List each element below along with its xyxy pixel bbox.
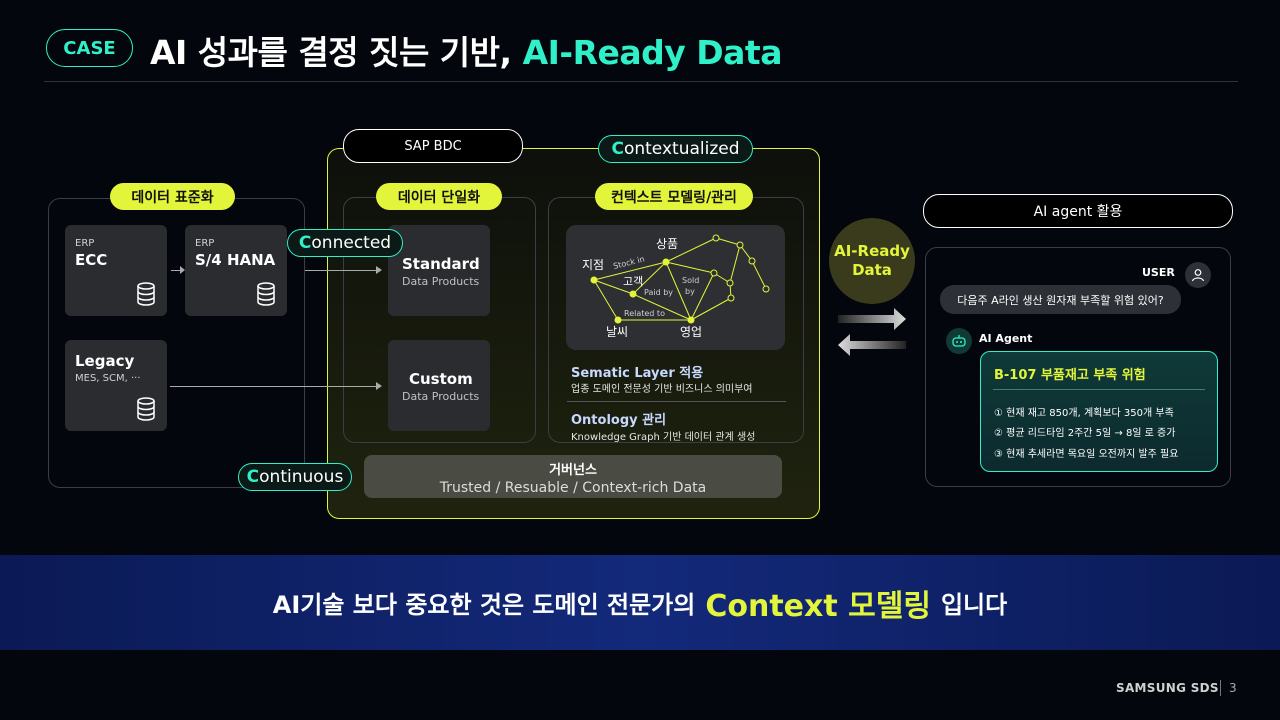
node-gogaek — [629, 290, 637, 298]
alert-divider — [993, 389, 1205, 390]
bidirectional-arrows-icon — [838, 308, 906, 356]
edge-related-to: Related to — [624, 309, 665, 318]
erp-s4-card: ERP S/4 HANA — [185, 225, 287, 316]
user-icon — [1191, 269, 1205, 282]
legacy-name: Legacy — [75, 352, 135, 370]
standard-card: Standard Data Products — [388, 225, 490, 316]
label-yeongeop: 영업 — [680, 325, 702, 339]
standardization-tag: 데이터 표준화 — [110, 183, 235, 210]
alert-item-3: ③ 현재 추세라면 목요일 오전까지 발주 필요 — [994, 449, 1179, 460]
user-avatar — [1185, 262, 1211, 288]
banner-before: AI기술 보다 중요한 것은 도메인 전문가의 — [272, 591, 696, 619]
page-number: 3 — [1229, 681, 1237, 695]
erp-ecc-small: ERP — [75, 238, 95, 249]
ontology-desc: Knowledge Graph 기반 데이터 관계 생성 — [571, 432, 756, 443]
chat-panel — [925, 247, 1231, 487]
to-custom-arrowhead — [376, 382, 382, 390]
edge-sold: Sold — [682, 276, 699, 285]
continuous-rest: ontinuous — [259, 467, 344, 487]
footer-separator — [1220, 680, 1221, 696]
ai-ready-line1: AI-Ready — [834, 242, 910, 260]
ecc-to-s4-arrowhead — [180, 266, 185, 274]
semantic-layer-desc: 업종 도메인 전문성 기반 비즈니스 의미부여 — [571, 384, 753, 395]
governance-desc: Trusted / Resuable / Context-rich Data — [439, 480, 707, 496]
summary-banner: AI기술 보다 중요한 것은 도메인 전문가의 Context 모델링 입니다 — [0, 555, 1280, 650]
layer-divider — [567, 401, 786, 402]
header-divider — [44, 81, 1238, 82]
agent-label: AI Agent — [979, 332, 1033, 345]
edge-by: by — [685, 287, 695, 296]
ecc-to-s4-arrow — [171, 270, 181, 271]
contextualized-rest: ontextualized — [623, 139, 740, 159]
case-badge: CASE — [46, 29, 133, 67]
alert-item-1: ① 현재 재고 850개, 계획보다 350개 부족 — [994, 408, 1174, 419]
node-nalssi — [614, 316, 622, 324]
ai-ready-data-circle: AI-Ready Data — [829, 218, 915, 304]
database-icon — [257, 282, 275, 306]
standard-sub: Data Products — [402, 275, 480, 288]
legacy-card: Legacy MES, SCM, ··· — [65, 340, 167, 431]
banner-after: 입니다 — [940, 591, 1008, 619]
user-label: USER — [1142, 266, 1175, 279]
database-icon — [137, 282, 155, 306]
erp-s4-small: ERP — [195, 238, 215, 249]
knowledge-graph: 지점 상품 고객 날씨 영업 Stock in Paid by Sold by … — [566, 225, 785, 350]
legacy-sub: MES, SCM, ··· — [75, 373, 141, 384]
contextualized-first: C — [611, 139, 624, 159]
connected-first: C — [298, 233, 312, 253]
label-sangpum: 상품 — [656, 237, 678, 251]
continuous-first: C — [246, 467, 260, 487]
agent-avatar — [946, 328, 972, 354]
database-icon — [137, 397, 155, 421]
knowledge-graph-svg: 지점 상품 고객 날씨 영업 Stock in Paid by Sold by … — [582, 234, 770, 339]
erp-s4-name: S/4 HANA — [195, 251, 276, 269]
node-yeongeop — [687, 316, 695, 324]
banner-highlight: Context 모델링 — [705, 588, 931, 624]
to-standard-arrow — [305, 270, 377, 271]
label-nalssi: 날씨 — [606, 325, 628, 339]
custom-sub: Data Products — [402, 390, 480, 403]
to-standard-arrowhead — [376, 266, 382, 274]
context-tag: 컨텍스트 모델링/관리 — [595, 183, 753, 210]
label-jijeom: 지점 — [582, 258, 604, 272]
node-jijeom — [590, 276, 598, 284]
sap-bdc-label: SAP BDC — [343, 129, 523, 163]
custom-card: Custom Data Products — [388, 340, 490, 431]
robot-icon — [952, 335, 966, 347]
page-title: AI 성과를 결정 짓는 기반, AI-Ready Data — [150, 26, 782, 74]
connected-rest: onnected — [311, 233, 392, 253]
agent-alert-card: B-107 부품재고 부족 위험 ① 현재 재고 850개, 계획보다 350개… — [980, 351, 1218, 472]
title-main: AI 성과를 결정 짓는 기반, — [150, 33, 512, 72]
semantic-layer-title: Sematic Layer 적용 — [571, 366, 704, 381]
edge-paid-by: Paid by — [644, 288, 673, 297]
ontology-title: Ontology 관리 — [571, 413, 667, 428]
node-sangpum — [662, 258, 670, 266]
ai-ready-line2: Data — [852, 261, 892, 279]
title-accent: AI-Ready Data — [522, 33, 783, 72]
alert-item-2: ② 평균 리드타임 2주간 5일 → 8일 로 증가 — [994, 428, 1176, 439]
brand-logo: SAMSUNG SDS — [1116, 681, 1219, 695]
erp-ecc-name: ECC — [75, 251, 108, 269]
user-question-bubble: 다음주 A라인 생산 원자재 부족할 위험 있어? — [940, 285, 1181, 314]
custom-name: Custom — [409, 370, 473, 388]
unification-tag: 데이터 단일화 — [376, 183, 502, 210]
erp-ecc-card: ERP ECC — [65, 225, 167, 316]
alert-title: B-107 부품재고 부족 위험 — [994, 368, 1146, 383]
ai-agent-header: AI agent 활용 — [923, 194, 1233, 228]
label-gogaek: 고객 — [623, 275, 643, 288]
governance-box: 거버넌스 Trusted / Resuable / Context-rich D… — [364, 455, 782, 498]
to-custom-arrow — [170, 386, 377, 387]
standard-name: Standard — [402, 255, 480, 273]
governance-title: 거버넌스 — [549, 463, 597, 478]
